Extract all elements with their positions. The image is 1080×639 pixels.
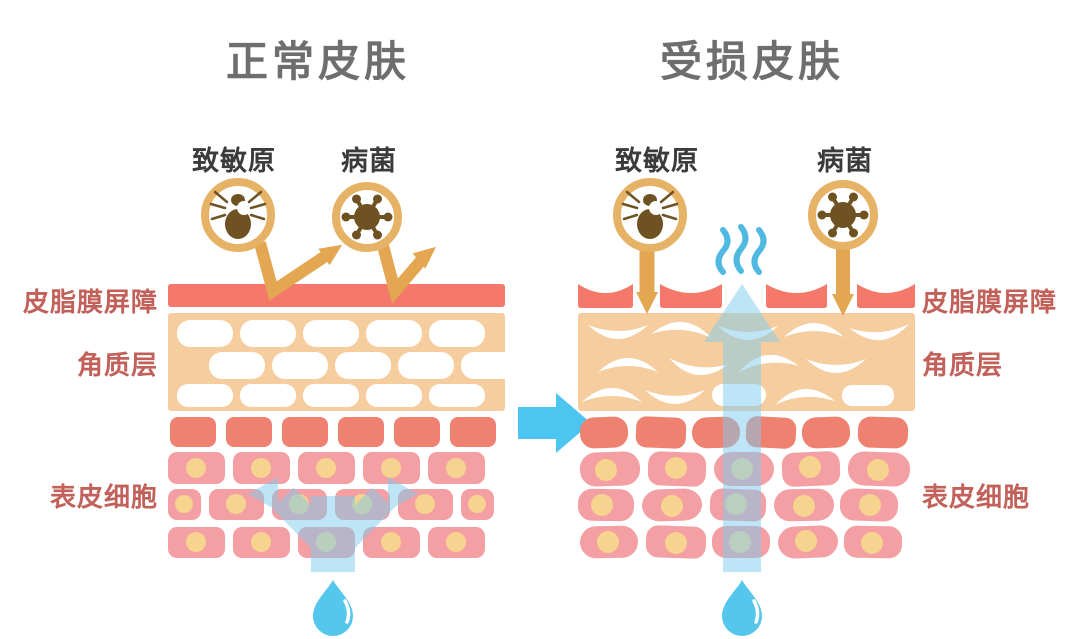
- damaged-barrier-layer: [578, 284, 915, 308]
- bacteria-icon: [332, 182, 402, 252]
- bounce-arrow-icon: [376, 240, 436, 304]
- germ-label-left: 病菌: [341, 146, 397, 176]
- allergen-label-left: 致敏原: [192, 146, 276, 176]
- epidermis-label-right: 表皮细胞: [922, 482, 1031, 512]
- mite-icon: [613, 178, 687, 252]
- damaged-skin-title: 受损皮肤: [659, 38, 845, 85]
- bacteria-icon: [808, 180, 878, 250]
- water-droplet-icon: [722, 580, 762, 636]
- stratum-label-right: 角质层: [922, 350, 1004, 380]
- down-arrow-icon: [636, 248, 658, 314]
- down-arrow-icon: [832, 246, 854, 316]
- steam-icon: [715, 224, 767, 275]
- brick-rows: [177, 320, 505, 407]
- stratum-corneum-layer: [168, 313, 505, 411]
- normal-skin-diagram: [168, 178, 505, 637]
- sebum-barrier-layer: [168, 284, 505, 307]
- stratum-label-left: 角质层: [76, 350, 158, 380]
- cell-row-dark: [170, 417, 496, 447]
- normal-skin-title: 正常皮肤: [225, 38, 411, 85]
- moisture-retained-arrow: [248, 477, 418, 572]
- moisture-loss-arrow: [704, 284, 780, 572]
- water-droplet-icon: [312, 580, 353, 637]
- cell-row: [168, 452, 485, 484]
- damaged-skin-diagram: [577, 178, 915, 636]
- germ-label-right: 病菌: [817, 146, 873, 176]
- allergen-label-right: 致敏原: [615, 146, 699, 176]
- mite-icon: [201, 178, 275, 252]
- epidermis-label-left: 表皮细胞: [49, 482, 158, 512]
- right-arrow-icon: [518, 393, 591, 453]
- barrier-label-left: 皮脂膜屏障: [22, 287, 158, 317]
- barrier-label-right: 皮脂膜屏障: [922, 287, 1058, 317]
- damaged-brick-shapes: [582, 321, 910, 406]
- bounce-arrow-icon: [254, 241, 343, 301]
- epidermis-layer: [168, 417, 496, 558]
